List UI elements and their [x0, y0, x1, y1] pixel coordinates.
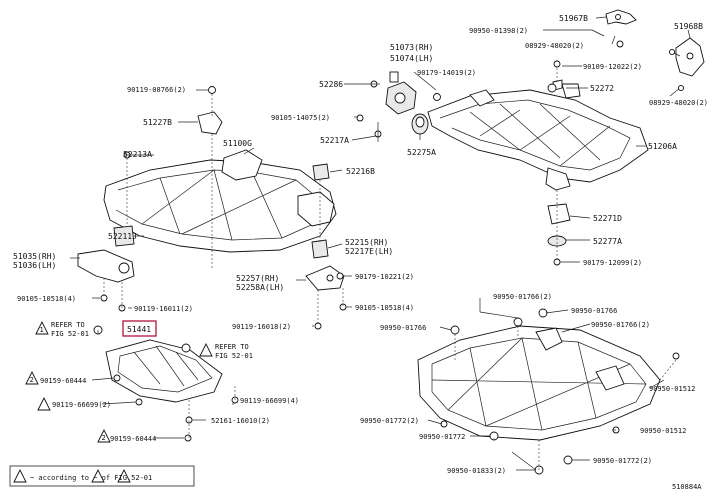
label-90950-01772-b: 90950-01772 — [419, 433, 465, 441]
cushion-52211j — [113, 225, 135, 247]
label-90159-60444-a: 90159-60444 — [40, 377, 86, 385]
footer-note: ~ according to ~ of FIG.52-01 — [9, 465, 195, 487]
label-52257: 52257(RH) — [236, 274, 279, 283]
note-marker-1: 1 — [40, 326, 44, 334]
label-51036: 51036(LH) — [13, 261, 56, 270]
clip-90159-60444-b — [184, 434, 192, 442]
label-51073: 51073(RH) — [390, 43, 433, 52]
part-labels: 51967B 51968B 90950-01398(2) 08929-48020… — [13, 14, 708, 491]
engine-under-cover-51441 — [105, 339, 223, 403]
label-51074: 51074(LH) — [390, 54, 433, 63]
label-refer-a-line1: REFER TO — [51, 321, 85, 329]
bracket-51968b — [675, 37, 705, 77]
label-90119-66699-b: 90119-66699(4) — [240, 397, 299, 405]
figure-number: 510884A — [672, 483, 702, 491]
label-52286: 52286 — [319, 80, 343, 89]
cushion-52271d — [547, 203, 571, 225]
cushion-52215 — [311, 239, 329, 259]
label-51968b: 51968B — [674, 22, 703, 31]
bolt-90119-08766 — [208, 86, 216, 94]
mount-51073 — [385, 71, 417, 115]
label-90950-01398: 90950-01398(2) — [469, 27, 528, 35]
bracket-51035 — [77, 249, 135, 283]
label-90950-01766-b: 90950-01766 — [571, 307, 617, 315]
label-52211j: 52211J — [108, 232, 137, 241]
label-90950-01833: 90950-01833(2) — [447, 467, 506, 475]
bushing-90950-01766-b — [513, 317, 523, 327]
bracket-52257 — [305, 265, 345, 291]
bolt-90119-66699-a — [135, 398, 143, 406]
note-triangle-4 — [37, 396, 51, 411]
label-51206a: 51206A — [648, 142, 677, 151]
front-suspension-member-51100g — [103, 149, 337, 253]
label-90159-60444-b: 90159-60444 — [110, 435, 156, 443]
cushion-52216b — [312, 163, 330, 181]
label-90950-01766-c: 90950-01766(2) — [591, 321, 650, 329]
note-triangle-1: 1 — [35, 320, 49, 335]
label-refer-b-line1: REFER TO — [215, 343, 249, 351]
label-90950-01772-a: 90950-01772(2) — [360, 417, 419, 425]
label-90179-14019: 90179-14019(2) — [417, 69, 476, 77]
highlight-51441 — [122, 320, 157, 337]
footer-note-text: ~ according to ~ of FIG.52-01 — [30, 474, 152, 482]
label-90119-66699-a: 90119-66699(2) — [52, 401, 111, 409]
note-marker-2: 2 — [30, 376, 34, 384]
label-52258a: 52258A(LH) — [236, 283, 284, 292]
label-08929-48020-b: 08929-48020(2) — [649, 99, 708, 107]
clip-90159-60444-a — [113, 374, 121, 382]
label-51035: 51035(RH) — [13, 252, 56, 261]
label-90105-10518-a: 90105-10518(4) — [17, 295, 76, 303]
label-52277a: 52277A — [593, 237, 622, 246]
label-90119-16011: 90119-16011(2) — [134, 305, 193, 313]
bracket-51967b — [605, 9, 637, 25]
stopper-90950-01512-a — [672, 352, 680, 360]
bushing-90950-01766-a — [450, 325, 460, 335]
label-refer-a-line2: FIG 52-01 — [51, 330, 89, 338]
leader-lines — [70, 29, 665, 471]
bracket-51227b — [197, 111, 223, 135]
label-51100g: 51100G — [223, 139, 252, 148]
label-52161-16010: 52161-16010(2) — [211, 417, 270, 425]
label-90179-12099: 90179-12099(2) — [583, 259, 642, 267]
label-51227b: 51227B — [143, 118, 172, 127]
label-52217e: 52217E(LH) — [345, 247, 393, 256]
label-90105-10518-b: 90105-10518(4) — [355, 304, 414, 312]
label-52216b: 52216B — [346, 167, 375, 176]
label-52217a: 52217A — [320, 136, 349, 145]
rear-suspension-member-51206a — [427, 83, 649, 191]
label-90950-01766-a: 90950-01766(2) — [493, 293, 552, 301]
label-52215: 52215(RH) — [345, 238, 388, 247]
label-90950-01766-d: 90950-01766 — [380, 324, 426, 332]
label-refer-b-line2: FIG 52-01 — [215, 352, 253, 360]
retainer-52277a — [547, 235, 567, 247]
bolt-90105-14075 — [356, 114, 364, 122]
label-90950-01772-c: 90950-01772(2) — [593, 457, 652, 465]
label-90950-01512-a: 90950-01512 — [649, 385, 695, 393]
label-90109-12022: 90109-12022(2) — [583, 63, 642, 71]
label-90950-01512-b: 90950-01512 — [640, 427, 686, 435]
note-triangle-3: 2 — [25, 370, 39, 385]
nut-90179-14019 — [433, 93, 441, 101]
label-52272: 52272 — [590, 84, 614, 93]
nut-90179-10221 — [336, 272, 344, 280]
label-90119-08766: 90119-08766(2) — [127, 86, 186, 94]
bushing-52275a — [411, 113, 429, 135]
note-triangle-5: 2 — [97, 428, 111, 443]
label-51441: 51441 — [127, 325, 151, 334]
note-marker-3: 2 — [102, 434, 106, 442]
label-52213a: 52213A — [123, 150, 152, 159]
label-90119-16018: 90119-16018(2) — [232, 323, 291, 331]
label-52275a: 52275A — [407, 148, 436, 157]
note-triangle-2 — [199, 342, 213, 357]
label-08929-48020-a: 08929-48020(2) — [525, 42, 584, 50]
label-90105-14075: 90105-14075(2) — [271, 114, 330, 122]
lower-suspension-member — [417, 325, 661, 441]
label-90179-10221: 90179-10221(2) — [355, 273, 414, 281]
label-52271d: 52271D — [593, 214, 622, 223]
label-51967b: 51967B — [559, 14, 588, 23]
